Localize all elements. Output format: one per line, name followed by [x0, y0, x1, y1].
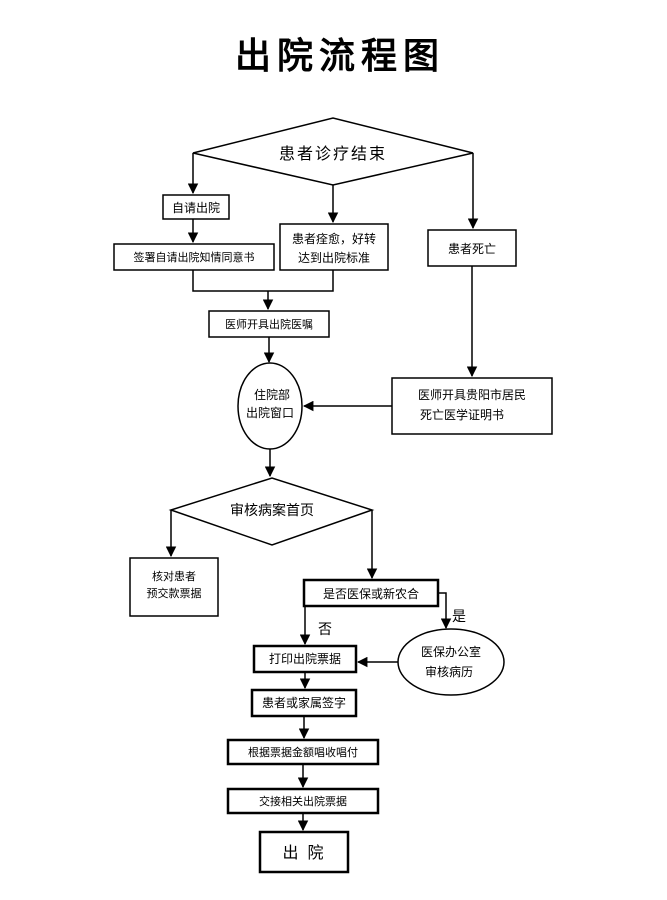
self-discharge-label: 自请出院 — [172, 201, 220, 215]
review-label: 审核病案首页 — [230, 502, 314, 519]
recovered-line1: 患者痊愈，好转 — [292, 231, 376, 246]
patient-death-label: 患者死亡 — [448, 242, 496, 256]
sign-consent-label: 签署自请出院知情同意书 — [134, 250, 255, 264]
insurance-office-ellipse — [397, 628, 505, 696]
arrow-yes-to-insurance-office — [438, 592, 452, 630]
check-payment-box — [129, 557, 219, 617]
doctor-order-box — [208, 310, 330, 338]
page-title: 出院流程图 — [235, 36, 445, 77]
self-discharge-box — [162, 194, 230, 220]
print-receipt-label: 打印出院票据 — [269, 652, 341, 666]
recovered-box — [279, 223, 389, 271]
insurance-office-line1: 医保办公室 — [421, 644, 481, 659]
discharge-label: 出 院 — [282, 843, 325, 862]
sign-family-label: 患者或家属签字 — [262, 695, 346, 710]
recovered-line2: 达到出院标准 — [298, 251, 370, 265]
sign-family-box — [250, 688, 358, 718]
handover-label: 交接相关出院票据 — [259, 794, 347, 808]
window-line1: 住院部 — [254, 387, 290, 402]
sign-consent-box — [113, 243, 275, 271]
merge-connector — [192, 270, 334, 292]
discharge-box — [258, 830, 350, 874]
death-certificate-line1: 医师开具贵阳市居民 — [418, 387, 526, 402]
no-branch-label: 否 — [318, 622, 332, 638]
death-certificate-box — [391, 377, 553, 435]
check-payment-line1: 核对患者 — [152, 569, 196, 583]
insurance-office-line2: 审核病历 — [425, 664, 473, 679]
start-label: 患者诊疗结束 — [279, 144, 387, 163]
settle-label: 根据票据金额唱收唱付 — [248, 745, 358, 759]
doctor-order-label: 医师开具出院医嘱 — [225, 317, 313, 331]
insurance-question-label: 是否医保或新农合 — [323, 586, 419, 601]
check-payment-line2: 预交款票据 — [147, 586, 202, 600]
death-certificate-line2: 死亡医学证明书 — [420, 407, 504, 422]
handover-box — [226, 787, 380, 815]
yes-branch-label: 是 — [452, 609, 466, 625]
window-line2: 出院窗口 — [246, 406, 294, 420]
